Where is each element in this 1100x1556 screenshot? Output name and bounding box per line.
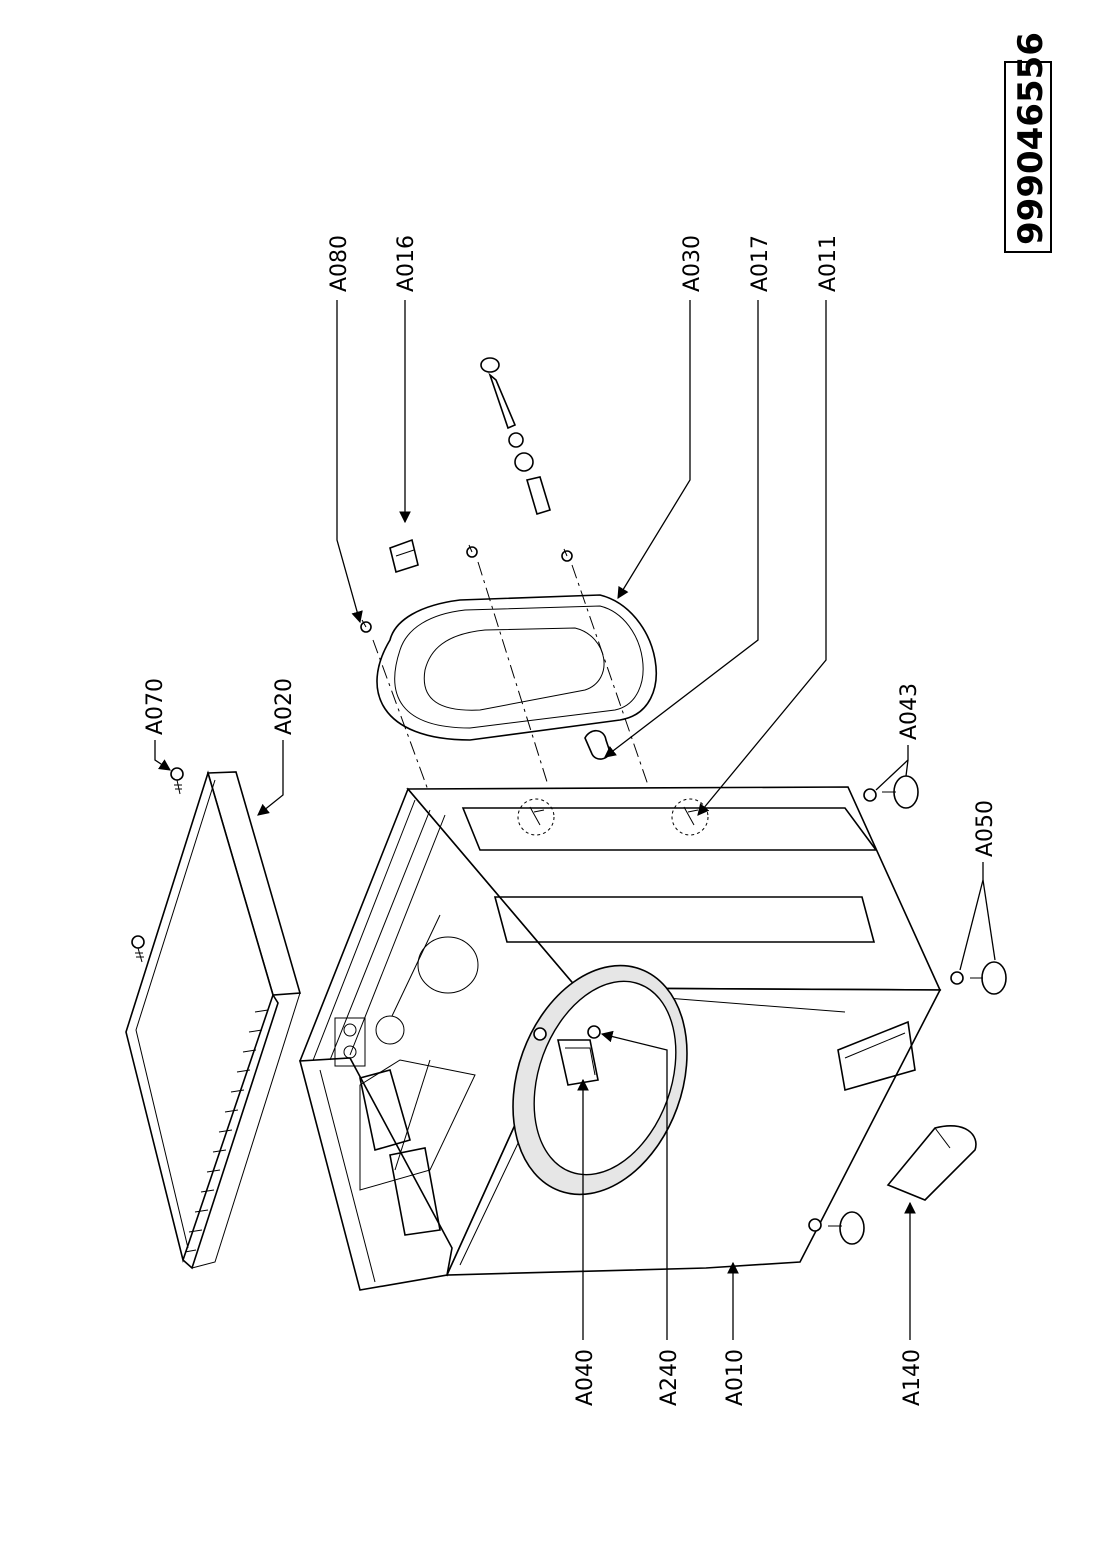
label-a140: A140: [900, 1349, 925, 1406]
feet-a050: [808, 961, 1007, 1245]
rear-cover-a030: [376, 594, 657, 741]
label-a040: A040: [573, 1349, 598, 1406]
label-a011: A011: [816, 235, 841, 292]
label-a010: A010: [723, 1349, 748, 1406]
label-a020: A020: [272, 678, 297, 735]
label-a240: A240: [657, 1349, 682, 1406]
document-number: 999046556: [1011, 32, 1051, 245]
door-hinge-a040: [557, 1039, 599, 1086]
cover-screws-a080: [360, 544, 649, 791]
label-a017: A017: [748, 235, 773, 292]
leader-lines: [154, 300, 996, 1340]
label-a070: A070: [143, 678, 168, 735]
screw-a070-upper: [170, 767, 184, 795]
label-a080: A080: [327, 235, 352, 292]
cover-rail-ribs: [184, 1009, 269, 1253]
label-a016: A016: [394, 235, 419, 292]
drawer-handle-a140: [886, 1125, 977, 1201]
screw-a070-lower: [131, 935, 145, 963]
document-number-box: 999046556: [1004, 32, 1052, 253]
foot-a043: [863, 775, 919, 809]
part-a017: [584, 729, 611, 760]
bolt-assembly: [480, 357, 551, 516]
door-ring: [512, 964, 688, 1196]
label-a050: A050: [973, 800, 998, 857]
label-a043: A043: [897, 683, 922, 740]
top-cover-panel: [125, 770, 302, 1270]
label-a030: A030: [680, 235, 705, 292]
clip-a016: [389, 538, 419, 574]
part-labels: A070 A020 A080 A016 A030 A017 A011 A043 …: [143, 235, 998, 1406]
hinge-screws-a240: [533, 1025, 601, 1041]
